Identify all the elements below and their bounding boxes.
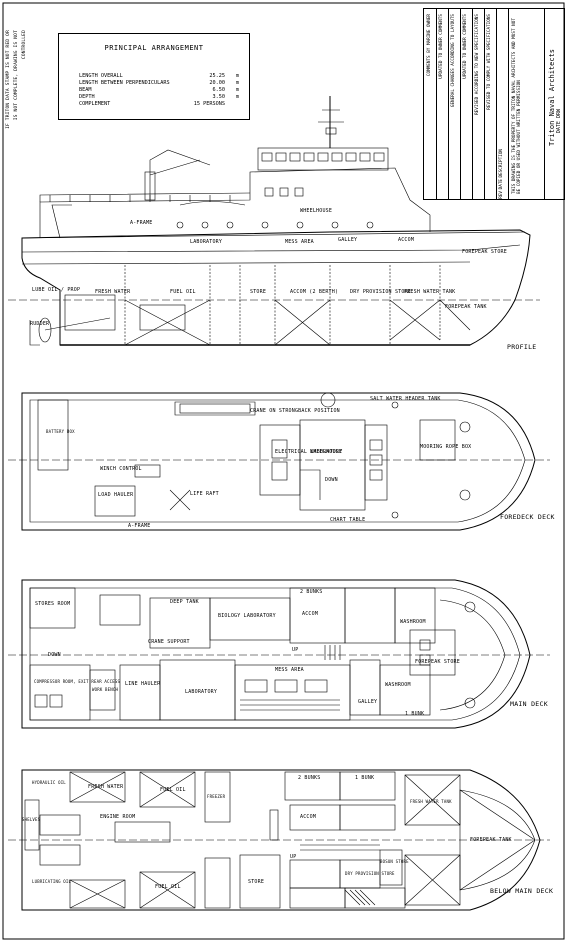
foredeck-load-hauler: LOAD HAULER	[98, 492, 134, 498]
below-up: UP	[290, 854, 297, 860]
profile-accom: ACCOM	[398, 237, 415, 243]
profile-laboratory: LABORATORY	[190, 239, 223, 245]
foredeck-electrical-lab: ELECTRICAL LABORATORY	[275, 449, 343, 455]
below-hydraulic: HYDRAULIC OIL	[32, 780, 66, 785]
profile-rudder: RUDDER	[30, 321, 50, 327]
main-deep-tank: DEEP TANK	[170, 599, 199, 605]
main-crane-support: CRANE SUPPORT	[148, 639, 190, 645]
foredeck-battery: BATTERY BOX	[46, 429, 75, 434]
firm-name: Triton Naval Architects	[548, 49, 556, 146]
below-forepeak-tank: FOREPEAK TANK	[470, 837, 512, 843]
profile-dry-provision: DRY PROVISION STORE	[350, 289, 411, 295]
control-notes: IF TRITON DATA STAMP IS NOT RED OR IS NO…	[5, 30, 45, 129]
main-accom: ACCOM	[302, 611, 319, 617]
main-galley: GALLEY	[358, 699, 378, 705]
main-biology-lab: BIOLOGY LABORATORY	[218, 613, 276, 619]
description-header: DESCRIPTION	[499, 149, 504, 178]
main-down: DOWN	[48, 652, 61, 658]
profile-store: STORE	[250, 289, 267, 295]
main-compressor: COMPRESSOR ROOM, EXIT REAR ACCESS	[34, 679, 121, 684]
foredeck-crane: CRANE ON STRONGBACK POSITION	[250, 408, 340, 414]
revision-entry: UPDATED TO OWNER COMMENTS	[463, 14, 468, 79]
below-two-bunks: 2 BUNKS	[298, 775, 321, 781]
below-engine-room: ENGINE ROOM	[100, 814, 136, 820]
below-accom: ACCOM	[300, 814, 317, 820]
below-freezer: FREEZER	[207, 794, 226, 799]
profile-galley: GALLEY	[338, 237, 358, 243]
profile-fresh-water-tank: FRESH WATER TANK	[404, 289, 456, 295]
main-up: UP	[292, 647, 299, 653]
below-main-deck-label: BELOW MAIN DECK	[490, 887, 554, 895]
foredeck-view	[8, 392, 550, 531]
foredeck-winch: WINCH CONTROL	[100, 466, 142, 472]
revision-entry: REVISED ACCORDING TO NEW SPECIFICATIONS	[475, 14, 480, 115]
below-store: STORE	[248, 879, 265, 885]
note-line: IS NOT COMPLETE, DRAWING IS NOT	[14, 30, 19, 121]
below-one-bunk: 1 BUNK	[355, 775, 375, 781]
main-washroom: WASHROOM	[400, 619, 426, 625]
below-shelves: SHELVES	[22, 817, 41, 822]
profile-label: PROFILE	[507, 343, 537, 351]
profile-fresh-water: FRESH WATER	[95, 289, 131, 295]
note-line: IF TRITON DATA STAMP IS NOT RED OR	[6, 30, 11, 129]
revision-entry: REVISED TO COMPLY WITH SPECIFICATIONS	[487, 14, 492, 110]
foredeck-salt-water: SALT WATER HEADER TANK	[370, 396, 441, 402]
profile-view	[8, 96, 540, 346]
below-bosun-store: BOSUN STORE	[380, 859, 409, 864]
foredeck-wheelhouse: WHEELHOUSE	[310, 449, 343, 455]
profile-fuel-oil: FUEL OIL	[170, 289, 196, 295]
note-line: CONTROLLED	[22, 30, 27, 60]
foredeck-a-frame: A-FRAME	[128, 523, 151, 529]
below-main-deck-view	[8, 769, 550, 911]
below-fuel-oil: FUEL OIL	[160, 787, 186, 793]
revision-entry: COMMENTS BY MARINE OWNER	[427, 14, 432, 77]
profile-lube-oil: LUBE OIL / PROP	[32, 287, 81, 293]
main-laboratory: LABORATORY	[185, 689, 218, 695]
revision-entry: UPDATED TO OWNER COMMENTS	[439, 14, 444, 79]
arrangement-title: PRINCIPAL ARRANGEMENT	[104, 44, 204, 52]
foredeck-life-raft: LIFE RAFT	[190, 491, 219, 497]
main-deck-view	[8, 579, 550, 729]
foredeck-mooring: MOORING ROPE BOX	[420, 444, 472, 450]
below-lubricating: LUBRICATING OIL	[32, 879, 72, 884]
main-mess-area: MESS AREA	[275, 667, 304, 673]
main-washroom-2: WASHROOM	[385, 682, 411, 688]
below-fuel-oil-2: FUEL OIL	[155, 884, 181, 890]
copyright-note: THIS DRAWING IS THE PROPERTY OF TRITON N…	[512, 18, 522, 194]
title-block: COMMENTS BY MARINE OWNER UPDATED TO OWNE…	[423, 8, 565, 200]
revision-entry: GENERAL CHANGES ACCORDING TO LAYOUTS	[451, 14, 456, 108]
profile-mess: MESS AREA	[285, 239, 314, 245]
foredeck-down: DOWN	[325, 477, 338, 483]
foredeck-label: FOREDECK DECK	[500, 513, 555, 521]
main-deck-label: MAIN DECK	[510, 700, 548, 708]
main-line-hauler: LINE HAULER	[125, 681, 161, 687]
date-drawn: DATE DRW	[556, 109, 562, 134]
main-forepeak-store: FOREPEAK STORE	[415, 659, 460, 665]
profile-forepeak-tank: FOREPEAK TANK	[445, 304, 487, 310]
date-header: DATE	[499, 179, 504, 190]
profile-a-frame: A-FRAME	[130, 220, 153, 226]
main-work-bench: WORK BENCH	[92, 687, 119, 692]
below-fresh-water: FRESH WATER	[88, 784, 124, 790]
foredeck-chart-table: CHART TABLE	[330, 517, 366, 523]
profile-accom-2: ACCOM (2 BERTH)	[290, 289, 339, 295]
main-two-bunks: 2 BUNKS	[300, 589, 323, 595]
main-one-bunk: 1 BUNK	[405, 711, 425, 717]
profile-wheelhouse: WHEELHOUSE	[300, 208, 333, 214]
main-stores-room: STORES ROOM	[35, 601, 71, 607]
profile-forepeak: FOREPEAK STORE	[462, 249, 507, 255]
below-dry-provision: DRY PROVISION STORE	[345, 871, 395, 876]
rev-header: REV	[499, 191, 504, 199]
below-fresh-water-tank: FRESH WATER TANK	[410, 799, 452, 804]
